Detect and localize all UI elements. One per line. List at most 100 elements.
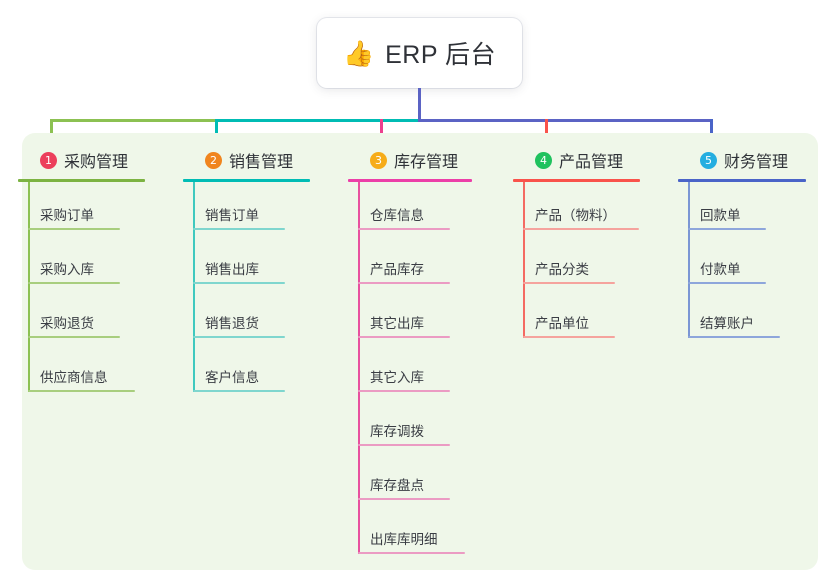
leaf-rule [358,444,450,446]
leaf-label: 产品（物料） [535,208,616,223]
leaf-label: 销售订单 [205,208,259,223]
leaf-item[interactable]: 销售订单 [183,182,333,236]
leaf-item[interactable]: 其它入库 [348,344,498,398]
leaf-label: 库存盘点 [370,478,424,493]
branch-badge-icon-5: 5 [700,151,717,169]
leaf-item[interactable]: 销售出库 [183,236,333,290]
branch-trunk-3 [358,182,360,554]
leaf-item[interactable]: 产品（物料） [513,182,663,236]
leaf-rule [523,336,615,338]
leaf-rule [193,228,285,230]
leaf-rule [688,336,780,338]
leaf-item[interactable]: 出库库明细 [348,506,498,560]
branch-header-2[interactable]: 2 销售管理 [183,147,333,173]
leaf-item[interactable]: 结算账户 [678,290,828,344]
branch-column-2: 2 销售管理销售订单销售出库销售退货客户信息 [183,147,333,398]
leaf-rule [523,228,639,230]
leaf-rule [28,336,120,338]
leaf-rule [358,282,450,284]
branch-title-2: 销售管理 [229,154,294,171]
leaf-label: 出库库明细 [370,532,438,547]
branch-header-rule-2 [183,179,310,182]
leaf-rule [358,336,450,338]
leaf-label: 产品分类 [535,262,589,277]
leaf-rule [358,552,465,554]
branch-badge-icon-2: 2 [205,151,222,169]
leaf-label: 客户信息 [205,370,259,385]
branch-header-5[interactable]: 5 财务管理 [678,147,828,173]
leaf-list-1: 采购订单采购入库采购退货供应商信息 [18,182,168,398]
leaf-label: 回款单 [700,208,741,223]
leaf-label: 销售退货 [205,316,259,331]
leaf-list-3: 仓库信息产品库存其它出库其它入库库存调拨库存盘点出库库明细 [348,182,498,560]
leaf-item[interactable]: 供应商信息 [18,344,168,398]
leaf-item[interactable]: 采购退货 [18,290,168,344]
leaf-item[interactable]: 库存调拨 [348,398,498,452]
leaf-label: 仓库信息 [370,208,424,223]
leaf-item[interactable]: 采购入库 [18,236,168,290]
leaf-rule [193,390,285,392]
branch-title-5: 财务管理 [724,154,789,171]
branch-header-4[interactable]: 4 产品管理 [513,147,663,173]
branch-column-5: 5 财务管理回款单付款单结算账户 [678,147,828,344]
branch-header-rule-3 [348,179,472,182]
leaf-label: 采购订单 [40,208,94,223]
branch-title-3: 库存管理 [394,154,459,171]
leaf-rule [358,498,450,500]
leaf-item[interactable]: 客户信息 [183,344,333,398]
leaf-rule [193,282,285,284]
thumbs-up-icon: 👍 [342,38,375,68]
branch-badge-icon-1: 1 [40,151,57,169]
leaf-item[interactable]: 回款单 [678,182,828,236]
leaf-rule [28,228,120,230]
leaf-item[interactable]: 销售退货 [183,290,333,344]
leaf-rule [28,390,135,392]
branch-trunk-4 [523,182,525,338]
branch-column-4: 4 产品管理产品（物料） 产品分类产品单位 [513,147,663,344]
leaf-label: 其它出库 [370,316,424,331]
leaf-label: 产品单位 [535,316,589,331]
branch-column-1: 1 采购管理采购订单采购入库采购退货供应商信息 [18,147,168,398]
leaf-label: 采购入库 [40,262,94,277]
leaf-rule [358,228,450,230]
diagram-panel [22,133,818,570]
leaf-rule [28,282,120,284]
root-node-title: ERP 后台 [385,41,497,69]
bus-segment-2 [215,119,421,122]
bus-segment-3 [418,119,713,122]
leaf-item[interactable]: 库存盘点 [348,452,498,506]
leaf-item[interactable]: 产品分类 [513,236,663,290]
leaf-item[interactable]: 付款单 [678,236,828,290]
leaf-label: 供应商信息 [40,370,108,385]
leaf-label: 结算账户 [700,316,754,331]
branch-badge-icon-4: 4 [535,151,552,169]
leaf-label: 销售出库 [205,262,259,277]
branch-trunk-1 [28,182,30,392]
leaf-rule [688,282,766,284]
leaf-item[interactable]: 仓库信息 [348,182,498,236]
leaf-item[interactable]: 产品库存 [348,236,498,290]
leaf-item[interactable]: 其它出库 [348,290,498,344]
leaf-list-2: 销售订单销售出库销售退货客户信息 [183,182,333,398]
branch-header-rule-4 [513,179,640,182]
branch-header-rule-1 [18,179,145,182]
root-node-erp-backend[interactable]: 👍 ERP 后台 [317,18,522,88]
root-stem-connector [418,88,421,122]
leaf-label: 产品库存 [370,262,424,277]
branch-header-1[interactable]: 1 采购管理 [18,147,168,173]
leaf-rule [358,390,450,392]
branch-header-3[interactable]: 3 库存管理 [348,147,498,173]
bus-segment-1 [50,119,218,122]
leaf-label: 采购退货 [40,316,94,331]
leaf-rule [688,228,766,230]
leaf-item[interactable]: 产品单位 [513,290,663,344]
leaf-item[interactable]: 采购订单 [18,182,168,236]
branch-title-4: 产品管理 [559,154,624,171]
branch-title-1: 采购管理 [64,154,129,171]
leaf-label: 库存调拨 [370,424,424,439]
branch-badge-icon-3: 3 [370,151,387,169]
branch-header-rule-5 [678,179,806,182]
branch-column-3: 3 库存管理仓库信息产品库存其它出库其它入库库存调拨库存盘点出库库明细 [348,147,498,560]
leaf-list-5: 回款单付款单结算账户 [678,182,828,344]
